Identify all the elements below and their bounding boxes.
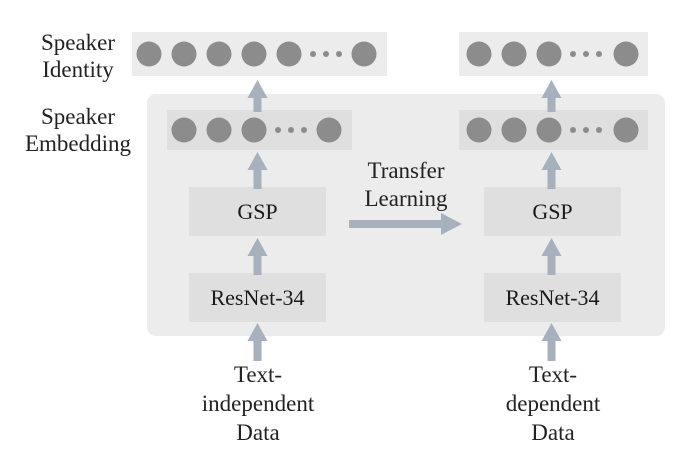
arrow-up-icon [247,80,268,112]
right-gsp-box [484,187,621,236]
node [171,117,197,143]
right-gsp-label: GSP [532,199,572,224]
right-input-line3: Data [531,420,574,445]
left-identity-nodes [136,41,377,67]
ellipsis-dot [583,51,589,57]
ellipsis-dot [596,127,602,133]
transfer-label-line1: Transfer [367,158,444,183]
speaker-embedding-label-line2: Embedding [25,131,132,156]
ellipsis-dot [323,51,329,57]
arrow-up-icon [541,80,562,112]
node [206,41,232,67]
left-arrows [247,80,268,361]
arrow-up-icon [247,238,268,275]
ellipsis-dot [570,127,576,133]
right-embedding-nodes [466,117,639,143]
speaker-identity-label-line1: Speaker [41,30,115,55]
arrow-up-icon [541,323,562,361]
left-input-line3: Data [236,420,279,445]
arrow-up-icon [541,238,562,275]
node [501,117,527,143]
node [466,117,492,143]
ellipsis-dot [583,127,589,133]
node [536,41,562,67]
right-resnet-box [484,273,621,322]
left-input-line2: independent [202,391,315,416]
arrow-up-icon [247,152,268,189]
ellipsis-dot [310,51,316,57]
right-arrows [541,80,562,361]
left-gsp-box [189,187,326,236]
node [206,117,232,143]
node [241,117,267,143]
left-gsp-label: GSP [237,199,277,224]
node [613,41,639,67]
left-embedding-nodes [171,117,342,143]
node [136,41,162,67]
ellipsis-dot [301,127,307,133]
node [466,41,492,67]
left-resnet-label: ResNet-34 [210,285,304,310]
ellipsis-dot [288,127,294,133]
ellipsis-dot [275,127,281,133]
transfer-arrow-icon [349,213,462,235]
node [351,41,377,67]
left-input-line1: Text- [234,362,282,387]
node [316,117,342,143]
transfer-label-line2: Learning [364,186,448,211]
arrow-up-icon [541,152,562,189]
right-resnet-label: ResNet-34 [505,285,599,310]
node [613,117,639,143]
ellipsis-dot [596,51,602,57]
right-input-line1: Text- [529,362,577,387]
node [241,41,267,67]
ellipsis-dot [570,51,576,57]
speaker-identity-label-line2: Identity [42,57,114,82]
left-resnet-box [189,273,326,322]
ellipsis-dot [336,51,342,57]
speaker-embedding-label-line1: Speaker [41,104,115,129]
node [171,41,197,67]
node [276,41,302,67]
arrow-up-icon [247,323,268,361]
node [536,117,562,143]
right-input-line2: dependent [506,391,601,416]
right-identity-nodes [466,41,639,67]
node [501,41,527,67]
